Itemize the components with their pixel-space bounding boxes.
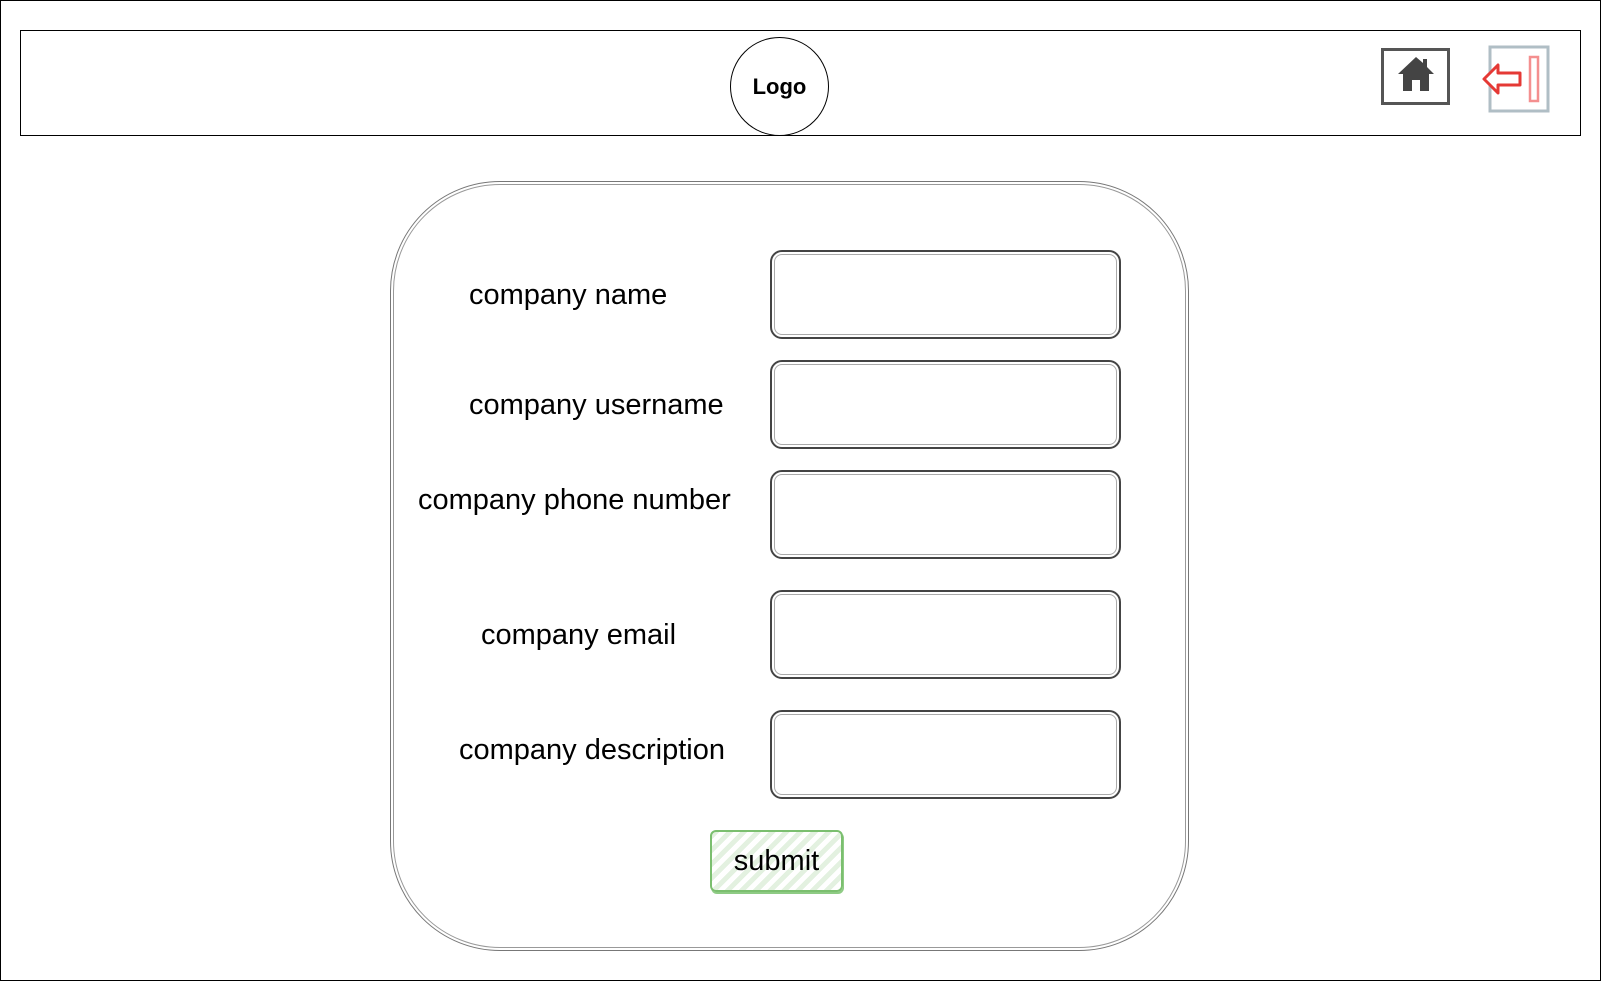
- company-username-label: company username: [469, 389, 724, 421]
- company-form-card-border: [393, 184, 1186, 948]
- top-header: [20, 30, 1581, 136]
- logo: Logo: [730, 37, 829, 136]
- company-form-card: [390, 181, 1189, 951]
- company-username-input[interactable]: [770, 360, 1121, 449]
- company-email-label: company email: [481, 619, 677, 651]
- home-icon: [1396, 54, 1436, 99]
- company-description-input[interactable]: [770, 710, 1121, 799]
- home-button[interactable]: [1381, 48, 1450, 105]
- company-name-input[interactable]: [770, 250, 1121, 339]
- logo-label: Logo: [752, 73, 807, 99]
- company-email-input[interactable]: [770, 590, 1121, 679]
- logout-button[interactable]: [1480, 45, 1552, 113]
- company-description-label: company description: [459, 734, 725, 766]
- submit-button[interactable]: submit: [710, 830, 843, 892]
- company-phone-input[interactable]: [770, 470, 1121, 559]
- company-name-label: company name: [469, 279, 668, 311]
- logout-icon: [1480, 45, 1552, 117]
- company-phone-label: company phone number: [418, 484, 731, 516]
